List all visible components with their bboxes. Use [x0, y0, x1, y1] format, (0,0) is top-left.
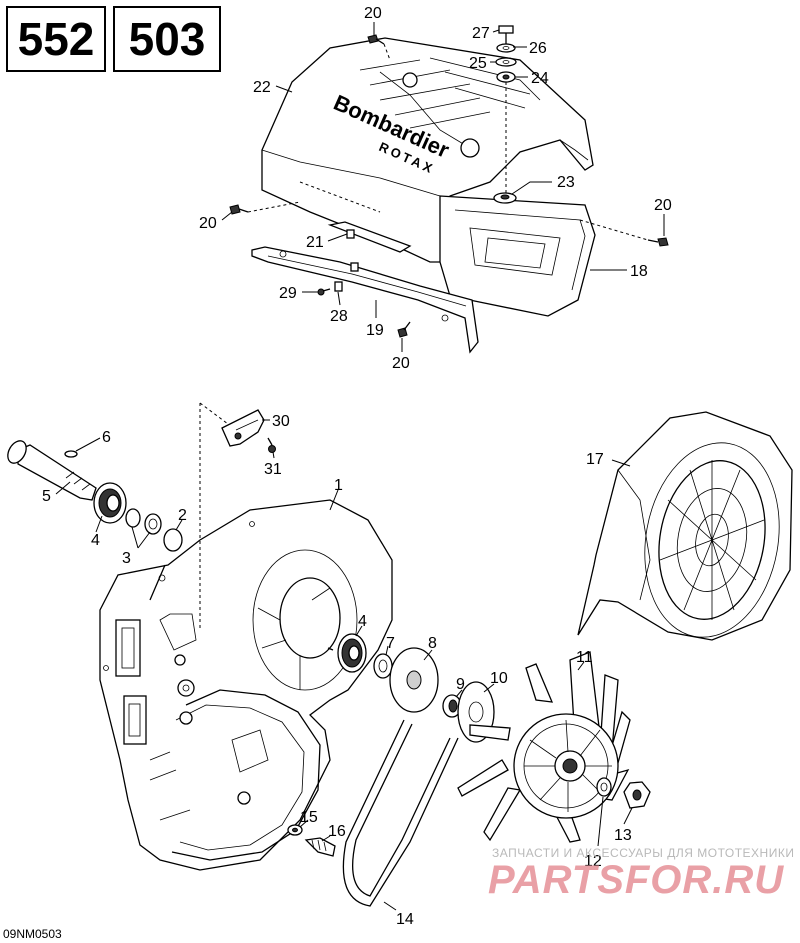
fan-cover-part-22: Bombardier ROTAX	[261, 37, 596, 317]
callout-2: 2	[178, 507, 187, 524]
callout-8: 8	[428, 635, 437, 652]
callout-10: 10	[490, 670, 508, 687]
callout-17: 17	[586, 451, 604, 468]
callout-14: 14	[396, 911, 414, 928]
callout-16: 16	[328, 823, 346, 840]
callout-26: 26	[529, 40, 547, 57]
pulley-half-part-8	[389, 647, 439, 713]
belt-part-14	[342, 719, 459, 907]
model-badge-503: 503	[113, 6, 221, 72]
fan-housing-part-1	[99, 499, 393, 871]
fan-guard-part-17	[577, 411, 793, 641]
bearing-part-4-left	[93, 482, 127, 524]
callout-labels: 20 27 26 25 24 22 23 20 20 21 18 29 28 1…	[42, 5, 672, 928]
callout-30: 30	[272, 413, 290, 430]
callout-9: 9	[456, 676, 465, 693]
callout-24: 24	[531, 70, 549, 87]
callout-25: 25	[469, 55, 487, 72]
callout-3: 3	[122, 550, 131, 567]
fan-part-11	[457, 651, 631, 843]
callout-5: 5	[42, 488, 51, 505]
leader-lines	[55, 22, 665, 911]
callout-29: 29	[279, 285, 297, 302]
callout-20: 20	[392, 355, 410, 372]
callout-4: 4	[91, 532, 100, 549]
callout-20: 20	[364, 5, 382, 22]
callout-12: 12	[584, 853, 602, 870]
watermark-logo: PARTSFOR.RU	[488, 858, 785, 902]
callout-13: 13	[614, 827, 632, 844]
callout-23: 23	[557, 174, 575, 191]
washer-part-25	[495, 57, 517, 67]
spacer-part-3	[125, 508, 162, 535]
callout-31: 31	[264, 461, 282, 478]
callout-20: 20	[199, 215, 217, 232]
washer-part-15	[287, 824, 303, 836]
clip-part-30	[221, 409, 265, 447]
callout-20: 20	[654, 197, 672, 214]
key-part-6	[64, 450, 78, 458]
callout-6: 6	[102, 429, 111, 446]
screw-part-20-left	[229, 204, 249, 215]
callout-11: 11	[576, 649, 593, 666]
bolt-part-16	[304, 837, 336, 857]
washer-part-26	[496, 43, 516, 53]
bearing-part-4-right	[327, 633, 367, 673]
callout-1: 1	[334, 477, 343, 494]
spacer-part-7	[373, 653, 393, 679]
callout-27: 27	[472, 25, 490, 42]
callout-7: 7	[386, 635, 395, 652]
bushing-part-9	[442, 694, 462, 718]
callout-21: 21	[306, 234, 324, 251]
callout-19: 19	[366, 322, 384, 339]
callout-4: 4	[358, 613, 367, 630]
screw-part-29	[317, 288, 331, 296]
screw-part-20-bottom	[397, 321, 411, 338]
callout-18: 18	[630, 263, 648, 280]
screw-part-20-top	[367, 34, 385, 45]
model-badge-552: 552	[6, 6, 106, 72]
drawing-code: 09NM0503	[3, 927, 62, 941]
callout-22: 22	[253, 79, 271, 96]
watermark-tagline: ЗАПЧАСТИ И АКСЕССУАРЫ ДЛЯ МОТОТЕХНИКИ	[492, 846, 795, 860]
callout-28: 28	[330, 308, 348, 325]
nut-part-28	[334, 281, 343, 292]
circlip-part-2	[163, 528, 183, 552]
washer-part-24	[496, 71, 516, 83]
washer-part-12	[596, 777, 612, 797]
nut-part-13	[623, 781, 651, 809]
screw-part-31	[267, 437, 276, 453]
callout-15: 15	[300, 809, 318, 826]
screw-part-20-right	[647, 237, 669, 247]
shaft-part-5	[7, 440, 97, 501]
